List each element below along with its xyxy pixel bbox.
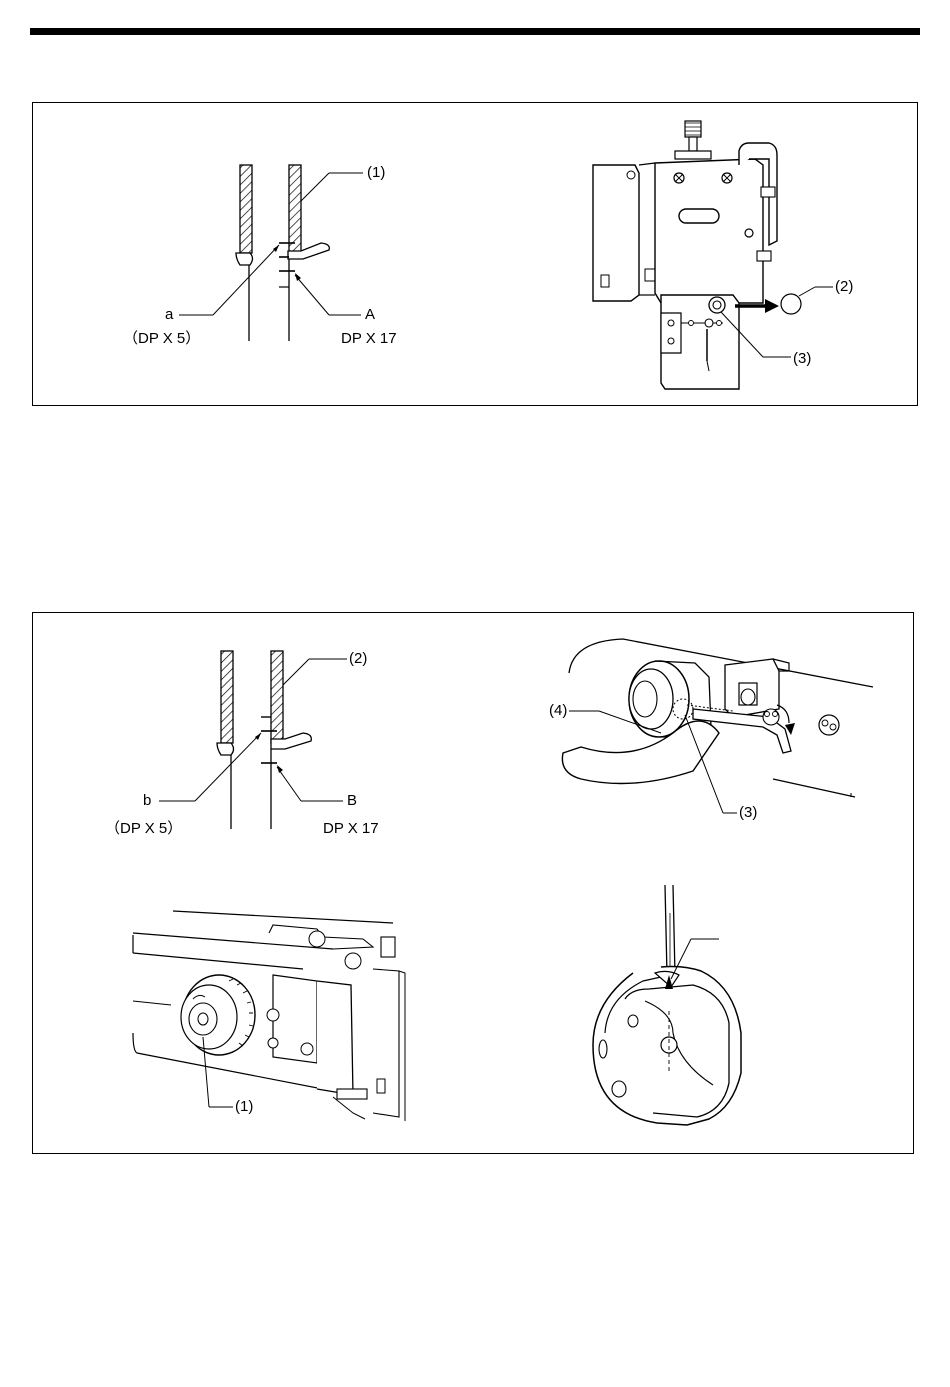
figure-panel-needle-bar-height: (1) a A （DP X 5） DP X 17	[32, 102, 918, 406]
face-plate-illustration	[33, 103, 917, 405]
figure-panel-hook-timing: (2) b B （DP X 5） DP X 17	[32, 612, 914, 1154]
header-rule	[30, 28, 920, 35]
hook-point-needle-illustration	[33, 613, 913, 1153]
label-ref-3: (3)	[793, 351, 811, 367]
label-ref-2: (2)	[835, 279, 853, 295]
